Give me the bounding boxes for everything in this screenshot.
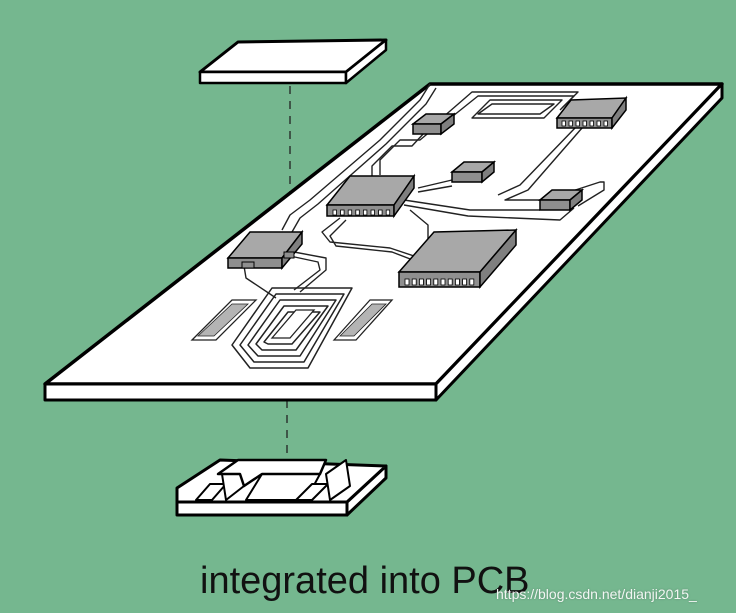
pcb-board xyxy=(43,82,724,402)
chip-pin xyxy=(355,209,360,216)
chip-pin xyxy=(568,120,573,127)
pcb-traces xyxy=(243,83,605,299)
chip-pin xyxy=(469,278,475,286)
chip-pin xyxy=(575,120,580,127)
watermark: https://blog.csdn.net/dianji2015_ xyxy=(496,586,697,602)
chip-pin xyxy=(418,278,424,286)
chip-pin xyxy=(426,278,432,286)
component-left-chip xyxy=(226,229,304,271)
chip-pin xyxy=(447,278,453,286)
component-right-small xyxy=(537,188,585,212)
chip-pin xyxy=(362,209,368,216)
board-slots xyxy=(190,299,394,341)
chip-pin xyxy=(347,209,353,216)
bottom-core xyxy=(175,458,388,517)
chip-pin xyxy=(589,120,594,127)
chip-pin xyxy=(433,278,439,286)
top-cover-plate xyxy=(198,38,388,85)
top-right-chip-pins xyxy=(561,120,608,127)
chip-pin xyxy=(378,209,383,216)
component-main-chip xyxy=(325,173,416,219)
chip-pin xyxy=(561,120,566,127)
chip-pin xyxy=(385,209,391,216)
component-mid-small xyxy=(449,160,497,184)
pcb-coil xyxy=(231,287,353,369)
main-chip-pins xyxy=(332,209,391,216)
chip-pin xyxy=(454,278,460,286)
pcb-coil-slot xyxy=(270,309,316,339)
chip-pin xyxy=(411,278,417,286)
chip-pin xyxy=(404,278,410,286)
chip-pin xyxy=(332,209,337,216)
chip-pin xyxy=(440,278,446,286)
large-chip-pins xyxy=(404,278,475,286)
component-top-small xyxy=(410,112,457,136)
caption: integrated into PCB xyxy=(200,560,530,602)
chip-pin xyxy=(370,209,375,216)
chip-pin xyxy=(462,278,468,286)
chip-pin xyxy=(340,209,345,216)
chip-pin xyxy=(596,120,601,127)
chip-pin xyxy=(603,120,608,127)
chip-pin xyxy=(582,120,587,127)
